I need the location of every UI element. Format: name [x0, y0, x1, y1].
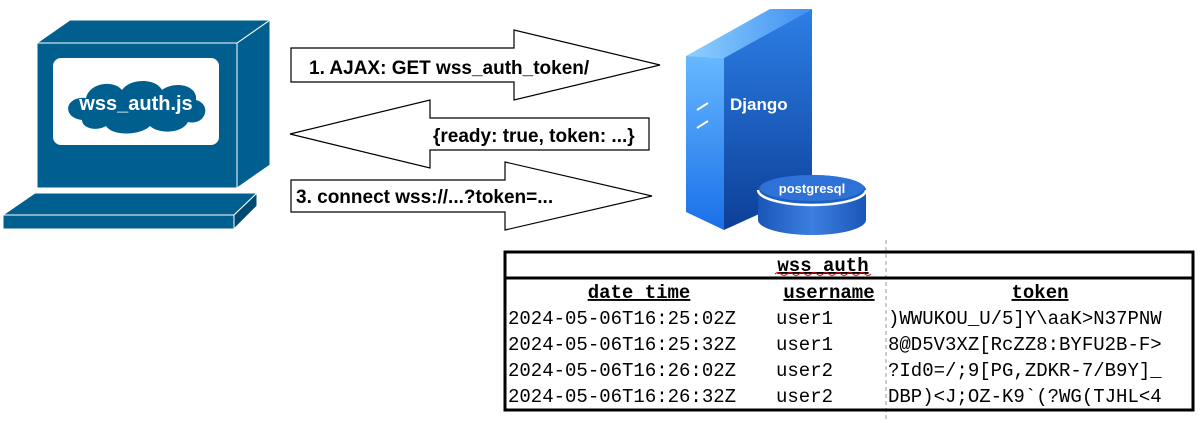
- wss-auth-table: [503, 240, 1195, 422]
- client-script-label: wss_auth.js: [78, 93, 192, 115]
- step-2-arrow: [289, 99, 650, 169]
- column-header: username: [783, 282, 874, 304]
- server-icon: [686, 9, 812, 230]
- table-cell: user1: [776, 308, 833, 330]
- column-header: token: [1011, 282, 1068, 304]
- step-3-arrow: [290, 161, 653, 231]
- table-cell: 2024-05-06T16:26:02Z: [508, 360, 736, 382]
- table-cell: )WWUKOU_U/5]Y\aaK>N37PNW: [888, 308, 1162, 330]
- table-cell: user2: [776, 386, 833, 408]
- step-1-arrow: [290, 29, 661, 101]
- table-cell: DBP)<J;OZ-K9`(?WG(TJHL<4: [888, 386, 1162, 408]
- spellcheck-underline: [774, 272, 872, 276]
- step-1-label: 1. AJAX: GET wss_auth_token/: [309, 58, 590, 79]
- step-2-label: {ready: true, token: ...}: [433, 126, 635, 147]
- table-cell: 2024-05-06T16:25:02Z: [508, 308, 736, 330]
- database-icon: [756, 175, 868, 235]
- table-cell: user2: [776, 360, 833, 382]
- table-cell: user1: [776, 334, 833, 356]
- step-3-label: 3. connect wss://...?token=...: [296, 187, 553, 208]
- database-label: postgresql: [779, 181, 845, 196]
- table-cell: 2024-05-06T16:26:32Z: [508, 386, 736, 408]
- table-cell: ?Id0=/;9[PG,ZDKR-7/B9Y]_: [888, 360, 1162, 382]
- server-label: Django: [730, 95, 788, 114]
- table-cell: 2024-05-06T16:25:32Z: [508, 334, 736, 356]
- table-title: wss_auth: [777, 255, 868, 277]
- script-cloud-icon: [68, 81, 206, 134]
- column-header: date_time: [588, 282, 691, 304]
- table-cell: 8@D5V3XZ[RcZZ8:BYFU2B-F>: [888, 334, 1162, 356]
